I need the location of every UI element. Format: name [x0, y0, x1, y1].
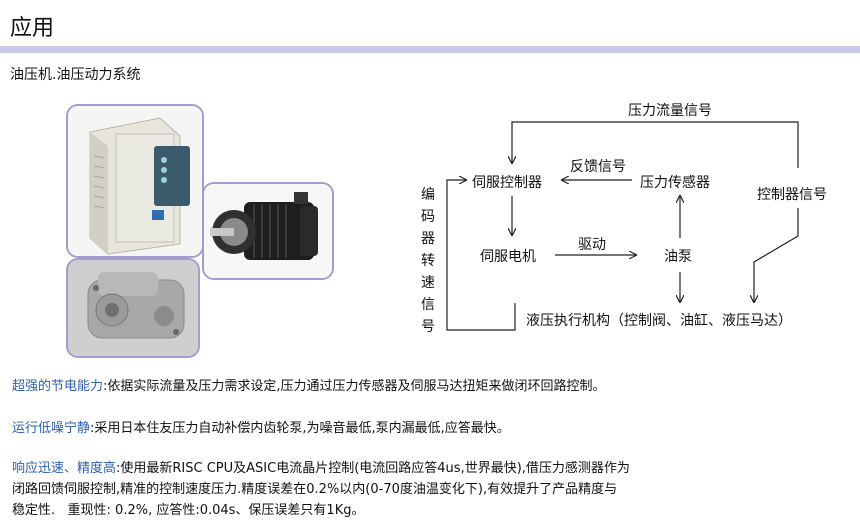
- feature-heading: 超强的节电能力: [12, 379, 104, 394]
- feature-energy-saving: 超强的节电能力:依据实际流量及压力需求设定,压力通过压力传感器及伺服马达扭矩来做…: [12, 376, 842, 397]
- encoder-speed-signal-label: 编 码 器 转 速 信 号: [421, 187, 435, 335]
- feature-low-noise: 运行低噪宁静:采用日本住友压力自动补偿内齿轮泵,为噪音最低,泵内漏最低,应答最快…: [12, 418, 842, 439]
- pressure-flow-signal-label: 压力流量信号: [628, 103, 712, 119]
- page-subtitle: 油压机.油压动力系统: [10, 67, 141, 83]
- feature-text-line2: 闭路回馈伺服控制,精准的控制速度压力.精度误差在0.2%以内(0-70度油温变化…: [12, 482, 618, 497]
- feature-text: :依据实际流量及压力需求设定,压力通过压力传感器及伺服马达扭矩来做闭环回路控制。: [103, 379, 606, 394]
- title-underline-bar: [0, 46, 860, 53]
- servo-motor-image: [202, 182, 334, 280]
- gear-pump-image: [66, 258, 200, 358]
- servo-motor-node: 伺服电机: [480, 249, 536, 265]
- feature-text: :采用日本住友压力自动补偿内齿轮泵,为噪音最低,泵内漏最低,应答最快。: [90, 421, 510, 436]
- servo-drive-image: [66, 104, 204, 258]
- feature-text: :使用最新RISC CPU及ASIC电流晶片控制(电流回路应答4us,世界最快)…: [116, 461, 630, 476]
- hydraulic-actuator-node: 液压执行机构（控制阀、油缸、液压马达）: [526, 313, 792, 329]
- servo-controller-node: 伺服控制器: [472, 175, 542, 191]
- feature-fast-response: 响应迅速、精度高:使用最新RISC CPU及ASIC电流晶片控制(电流回路应答4…: [12, 458, 842, 521]
- controller-signal-label: 控制器信号: [757, 187, 827, 203]
- feature-heading: 运行低噪宁静: [12, 421, 91, 436]
- drive-label: 驱动: [578, 237, 606, 253]
- page-title: 应用: [10, 16, 55, 41]
- feature-heading: 响应迅速、精度高: [12, 461, 117, 476]
- pressure-sensor-node: 压力传感器: [640, 175, 710, 191]
- feedback-signal-label: 反馈信号: [570, 159, 626, 175]
- feature-text-line3: 稳定性. 重现性: 0.2%, 应答性:0.04s、保压误差只有1Kg。: [12, 503, 365, 518]
- oil-pump-node: 油泵: [664, 249, 692, 265]
